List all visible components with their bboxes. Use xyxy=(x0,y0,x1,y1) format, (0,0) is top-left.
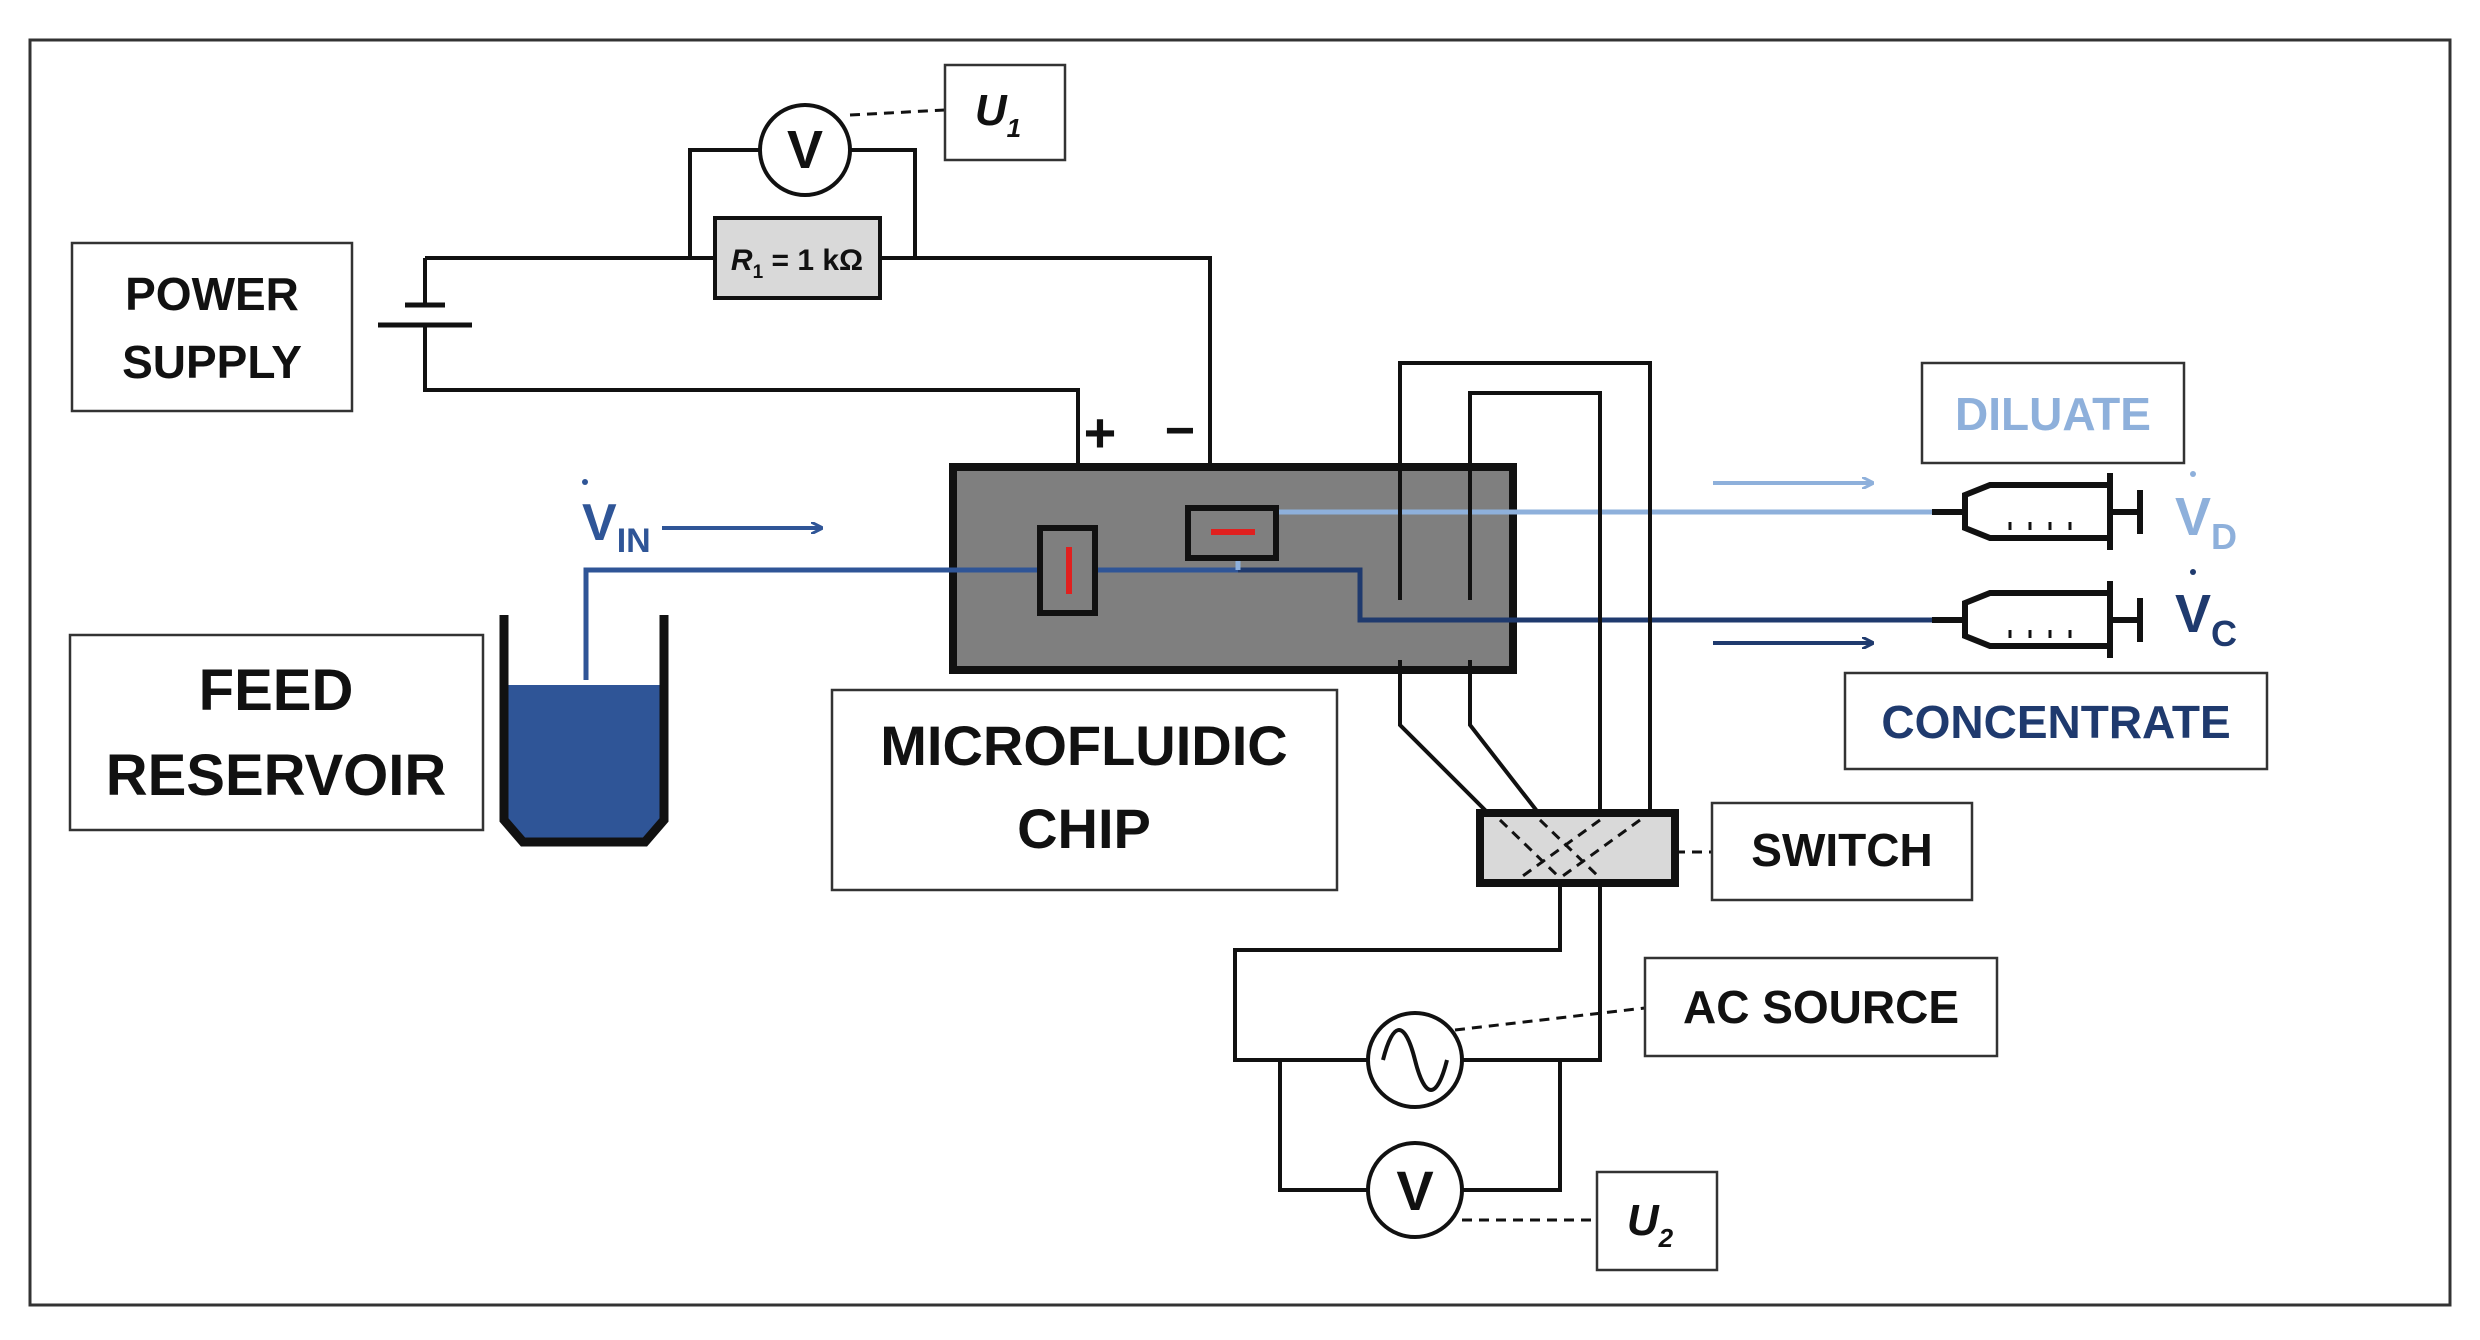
power-supply-label-line2: SUPPLY xyxy=(122,336,302,388)
resistor-label: R1 = 1 kΩ xyxy=(731,244,863,283)
voltmeter-2-symbol: V xyxy=(1396,1159,1433,1222)
inlet-flow-dot xyxy=(582,479,588,485)
ac-source-dashed-link xyxy=(1454,1006,1646,1032)
switch-label: SWITCH xyxy=(1751,824,1932,876)
ac-circuit-wires xyxy=(1233,883,1602,1192)
inlet-stream-line xyxy=(583,567,1238,680)
microfluidic-chip-label-line2: CHIP xyxy=(1017,797,1151,860)
switch-box xyxy=(1710,801,1974,902)
inlet-flow-label: VIN xyxy=(582,494,651,560)
concentrate-flow-label: VC xyxy=(2175,584,2237,654)
plus-terminal-mark: + xyxy=(1084,401,1117,464)
ac-source-box xyxy=(1643,956,1999,1058)
concentrate-syringe-icon xyxy=(1932,581,2143,658)
microfluidic-chip-label-line1: MICROFLUIDIC xyxy=(880,714,1288,777)
voltmeter-2-icon xyxy=(1366,1141,1464,1239)
diluate-label: DILUATE xyxy=(1955,388,2151,440)
concentrate-stream-line xyxy=(1238,567,1950,623)
concentrate-flow-dot xyxy=(2190,569,2196,575)
voltmeter-1-icon xyxy=(758,103,852,197)
power-supply-box xyxy=(70,241,354,413)
power-supply-label-line1: POWER xyxy=(125,268,299,320)
microfluidic-chip-label-box xyxy=(830,688,1339,892)
feed-reservoir-label-line2: RESERVOIR xyxy=(106,743,447,808)
minus-electrode xyxy=(1185,505,1279,561)
battery-symbol xyxy=(378,258,472,348)
u1-label: U1 xyxy=(975,86,1021,143)
switch-body xyxy=(1476,809,1679,887)
concentrate-box xyxy=(1843,671,2269,771)
switch-wires xyxy=(1398,361,1652,817)
feed-reservoir-fluid xyxy=(504,685,664,840)
u2-box xyxy=(1595,1170,1719,1272)
resistor-r1 xyxy=(713,216,882,300)
ac-sine-wave-icon xyxy=(1381,1028,1449,1092)
u1-box xyxy=(943,63,1067,162)
ac-source-label: AC SOURCE xyxy=(1683,981,1959,1033)
diluate-flow-label: VD xyxy=(2175,487,2237,557)
switch-crossing-lines xyxy=(1498,818,1641,880)
concentrate-label: CONCENTRATE xyxy=(1881,696,2230,748)
voltmeter-1-symbol: V xyxy=(787,120,823,180)
diluate-box xyxy=(1920,361,2186,465)
feed-reservoir-vessel xyxy=(499,615,669,847)
feed-reservoir-box xyxy=(68,633,485,832)
feed-reservoir-label-line1: FEED xyxy=(199,658,354,723)
diluate-syringe-icon xyxy=(1932,473,2143,550)
u2-label: U2 xyxy=(1627,1196,1674,1253)
minus-terminal-mark: − xyxy=(1165,402,1195,460)
diluate-flow-dot xyxy=(2190,471,2196,477)
